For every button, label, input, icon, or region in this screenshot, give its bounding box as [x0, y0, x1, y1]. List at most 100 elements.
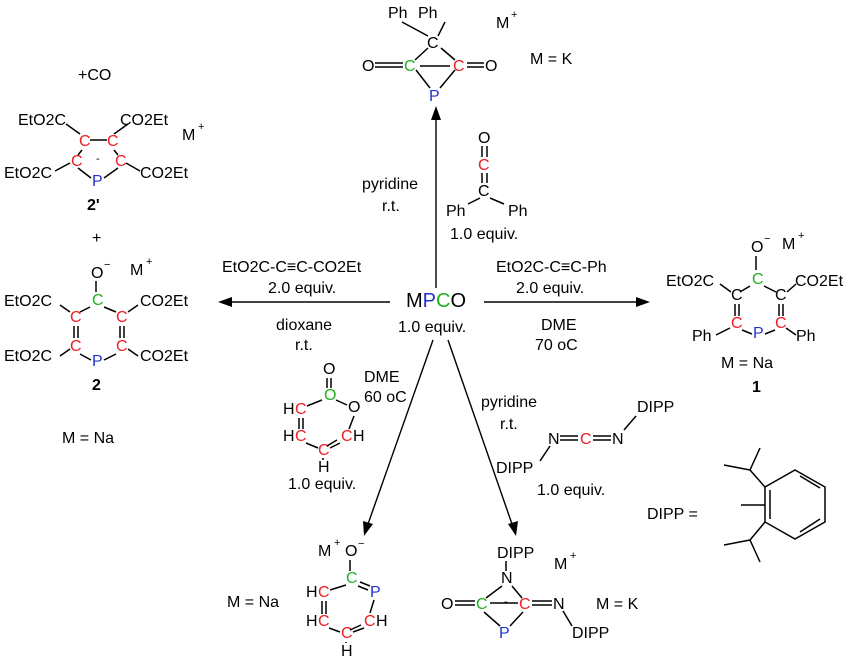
p2p-c1: C: [79, 133, 91, 150]
cdi-n2: N: [612, 431, 624, 448]
ketene-ph2: Ph: [508, 203, 528, 220]
p2p-cation: M: [182, 127, 195, 144]
p1-cation-charge: +: [798, 230, 804, 242]
p2-cation-charge: +: [146, 256, 152, 268]
bp-c4: C: [364, 613, 376, 630]
p2-o-charge: −: [104, 259, 110, 271]
phosphinine-product: M + O − C P H C H C C H C H M = Na: [227, 537, 388, 660]
product-1: O − M + C C C C C P EtO2C CO2Et Ph Ph M …: [666, 230, 844, 396]
dipp-def-label: DIPP =: [647, 506, 698, 523]
p1-c1: C: [731, 287, 743, 304]
p1-c-top: C: [752, 271, 764, 288]
p2-tl: EtO2C: [4, 293, 52, 310]
ketene-ph1: Ph: [446, 203, 466, 220]
p2p-cation-charge: +: [198, 121, 204, 133]
pyrone-h3: H: [353, 428, 365, 445]
pyrone-h4: H: [318, 459, 330, 476]
pyrone-h1: H: [283, 401, 295, 418]
br-temp: r.t.: [500, 416, 518, 433]
bq-dipp-top: DIPP: [497, 545, 534, 562]
cdi-c: C: [580, 431, 592, 448]
svg-text:MPCO: MPCO: [406, 290, 466, 312]
left-m-label: M = Na: [62, 430, 114, 447]
bp-c5: C: [341, 625, 353, 642]
top-temp: r.t.: [382, 198, 400, 215]
pyrone-c1: O: [324, 387, 336, 404]
bp-h3: H: [376, 613, 388, 630]
bp-cation: M: [318, 543, 331, 560]
bl-equiv: 1.0 equiv.: [288, 476, 356, 493]
p1-o: O: [751, 239, 763, 256]
top-cation-charge: +: [511, 9, 517, 21]
p2p-tr: CO2Et: [120, 112, 169, 129]
bq-cation: M: [554, 556, 567, 573]
center-equiv: 1.0 equiv.: [398, 319, 466, 336]
bp-h4: H: [341, 643, 353, 660]
p1-p: P: [753, 325, 764, 342]
top-product: Ph Ph C O C C O P M + M = K: [362, 5, 573, 105]
right-solvent: DME: [541, 317, 577, 334]
p2p-tl: EtO2C: [18, 112, 66, 129]
cdi-dipp-r: DIPP: [637, 399, 674, 416]
p2p-p: P: [92, 173, 103, 190]
carbodiimide-reagent: pyridine r.t. DIPP N C N DIPP 1.0 equiv.: [481, 394, 674, 499]
left-solvent: dioxane: [276, 317, 332, 334]
p2p-label: 2': [87, 197, 100, 214]
bq-dipp-bottom: DIPP: [572, 625, 609, 642]
p1-tl: EtO2C: [666, 273, 714, 290]
p1-m-label: M = Na: [721, 355, 773, 372]
br-equiv: 1.0 equiv.: [537, 482, 605, 499]
bp-p: P: [370, 584, 381, 601]
p2p-br: CO2Et: [140, 165, 189, 182]
bp-o: O: [345, 543, 357, 560]
top-ph2: Ph: [418, 5, 438, 22]
ketene-c1: C: [478, 157, 490, 174]
pyrone-o-top: O: [323, 361, 335, 378]
top-cation: M: [496, 15, 509, 32]
center-m: M: [406, 290, 423, 312]
pyrone-h2: H: [283, 428, 295, 445]
p2-tr: CO2Et: [140, 293, 189, 310]
p2-bl: EtO2C: [4, 348, 52, 365]
right-temp: 70 oC: [535, 337, 578, 354]
bq-c-right: C: [519, 596, 531, 613]
pyrone-c2: C: [295, 401, 307, 418]
arrows: [218, 106, 650, 536]
p2p-c2: C: [107, 133, 119, 150]
dipp-definition: DIPP =: [647, 447, 826, 563]
left-equiv: 2.0 equiv.: [268, 280, 336, 297]
p2-p: P: [92, 353, 103, 370]
bq-n2: N: [553, 596, 565, 613]
center-o: O: [450, 290, 466, 312]
right-conditions: EtO2C-C≡C-Ph 2.0 equiv. DME 70 oC: [496, 259, 607, 354]
top-o-left: O: [362, 58, 374, 75]
bp-h2: H: [306, 613, 318, 630]
bq-o: O: [441, 596, 453, 613]
top-reagent: O C C Ph Ph 1.0 equiv. pyridine r.t.: [362, 130, 528, 243]
center-reagent: MPCO 1.0 equiv.: [398, 290, 466, 336]
p1-c3: C: [731, 315, 743, 332]
p1-tr: CO2Et: [795, 273, 844, 290]
right-reagent: EtO2C-C≡C-Ph: [496, 259, 607, 276]
bp-m-label: M = Na: [227, 594, 279, 611]
pyrone-reagent: O O O H C H C C H C H DME 60 oC 1.0 equi…: [283, 361, 407, 493]
product-2: O − M + C C C C C P EtO2C CO2Et EtO2C CO…: [4, 256, 189, 447]
pyrone-c4: C: [341, 428, 353, 445]
top-m-label: M = K: [530, 51, 573, 68]
left-reagent: EtO2C-C≡C-CO2Et: [222, 259, 362, 276]
center-p: P: [423, 290, 436, 312]
top-product-bonds: [375, 21, 484, 89]
bq-p: P: [499, 625, 510, 642]
p1-o-charge: −: [764, 233, 770, 245]
bp-o-charge: −: [358, 538, 364, 550]
bq-cation-charge: +: [570, 550, 576, 562]
top-ph1: Ph: [388, 5, 408, 22]
pyrone-c5: C: [318, 442, 330, 459]
p2p-charge: -: [96, 153, 100, 165]
p1-c2: C: [775, 287, 787, 304]
right-equiv: 2.0 equiv.: [516, 280, 584, 297]
p2-cation: M: [130, 262, 143, 279]
p1-ph2: Ph: [796, 328, 816, 345]
p1-ph1: Ph: [692, 328, 712, 345]
